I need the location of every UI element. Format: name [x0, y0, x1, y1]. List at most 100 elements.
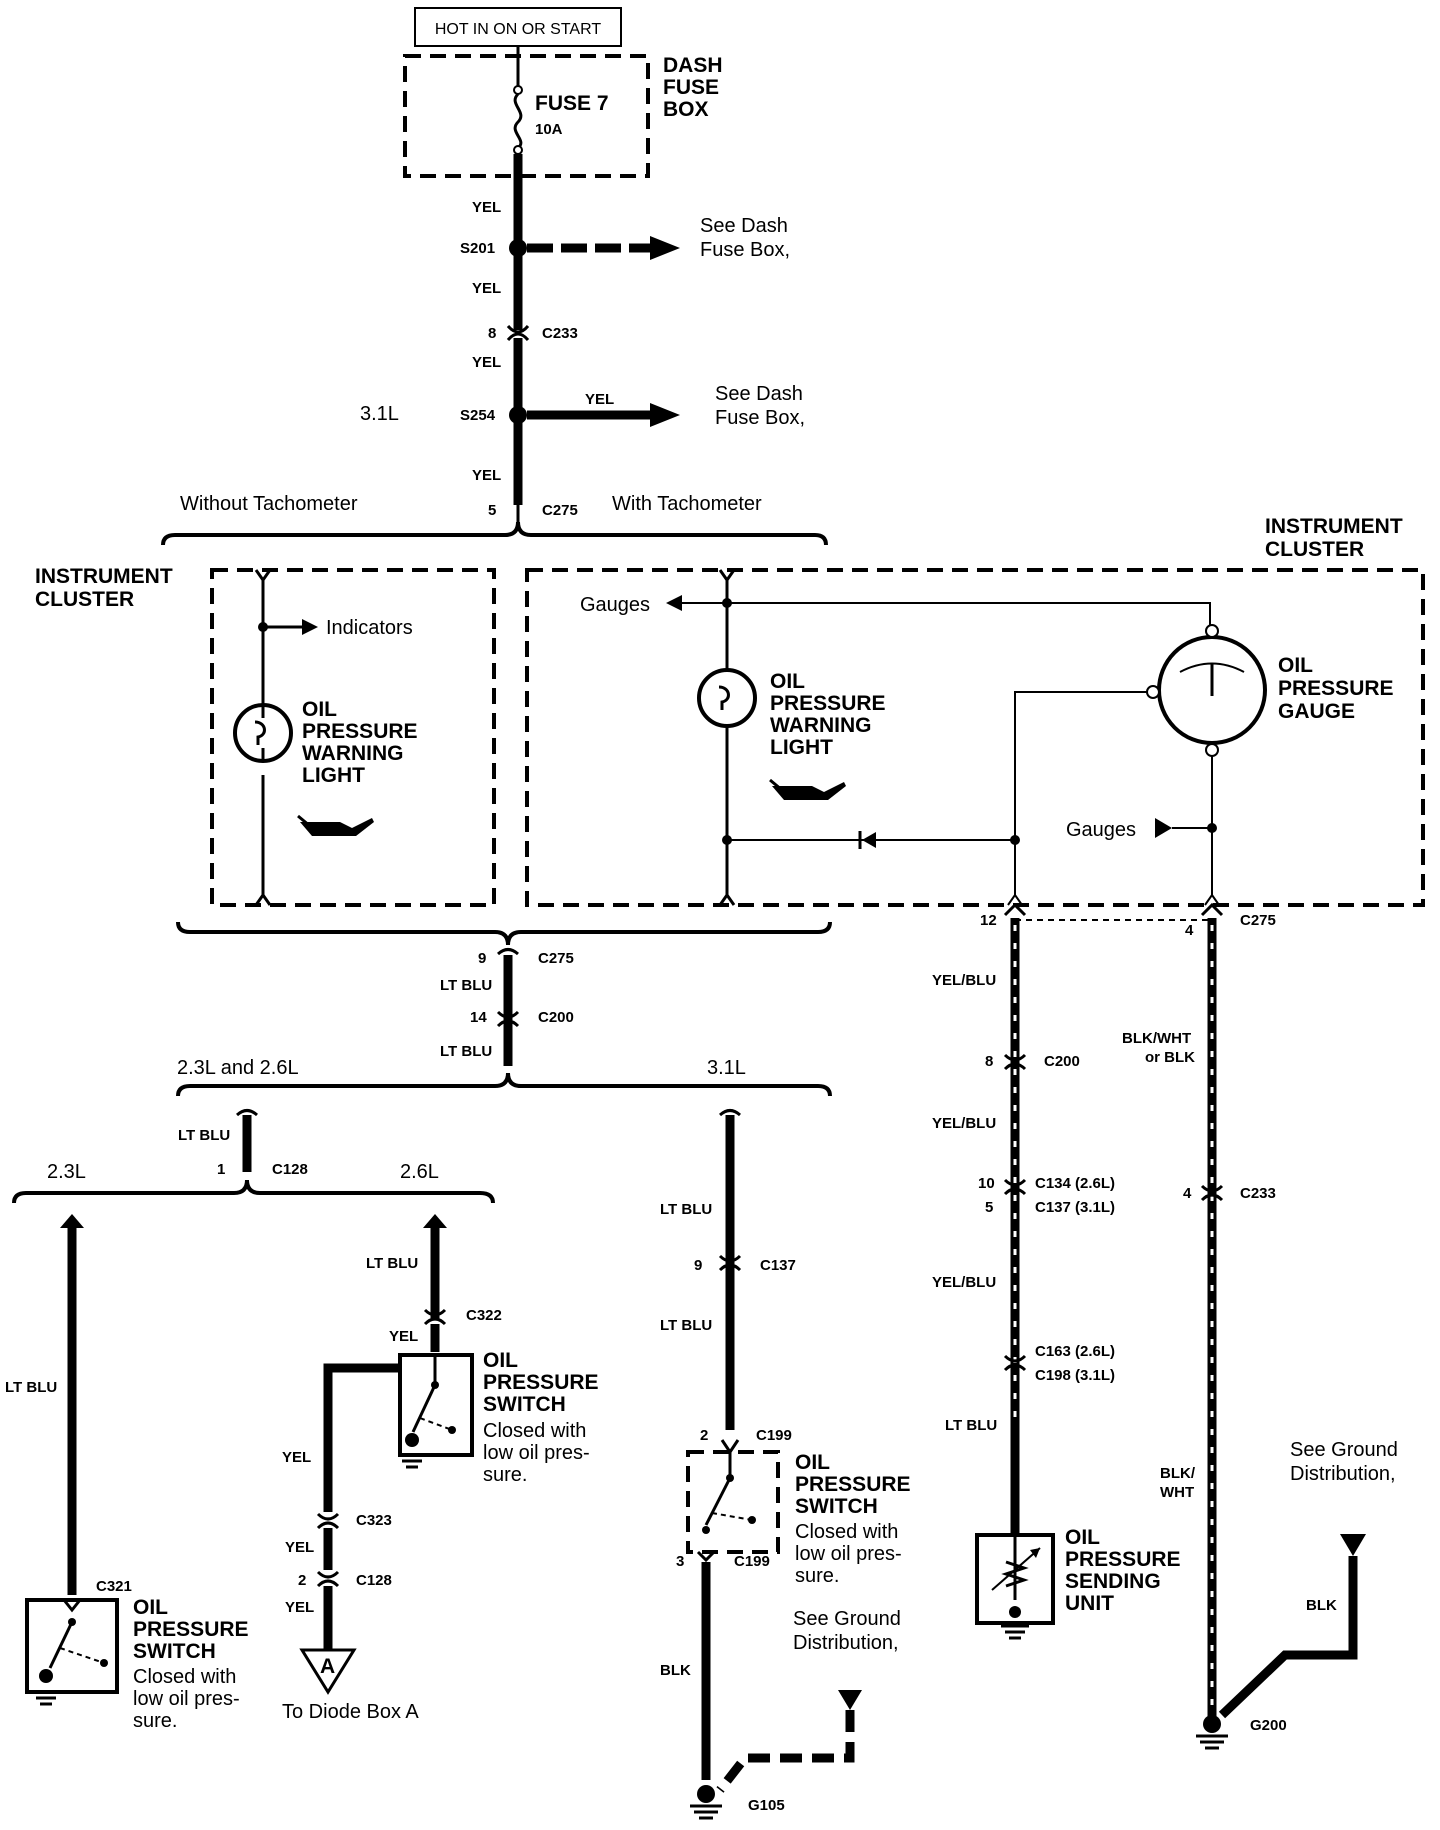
- warning-lamp-icon-left: [233, 703, 293, 763]
- c199-bottom-label: C199: [734, 1553, 770, 1570]
- c128-lower-pin: 2: [298, 1572, 306, 1589]
- without-tach-label: Without Tachometer: [180, 493, 358, 515]
- left-light-label-1: OIL: [302, 698, 337, 721]
- c233-pin: 8: [488, 325, 496, 342]
- right-light-label-1: OIL: [770, 670, 805, 693]
- engine-23-26-label: 2.3L and 2.6L: [177, 1057, 299, 1079]
- splice-s201-label: S201: [460, 240, 495, 257]
- fuse-icon: [513, 92, 523, 150]
- sender-wire-color-2: YEL/BLU: [932, 1115, 996, 1132]
- see-dash-fuse-1: See Dash: [700, 215, 788, 237]
- g200-label: G200: [1250, 1717, 1287, 1734]
- s254-arrow: [650, 403, 680, 427]
- c137-label: C137: [760, 1257, 796, 1274]
- indicators-label: Indicators: [326, 617, 413, 639]
- see-dash-fuse-2: See Dash: [715, 383, 803, 405]
- connector-c134: [1003, 1178, 1027, 1196]
- c198-label: C198 (3.1L): [1035, 1367, 1115, 1384]
- branch-31-blk: BLK: [660, 1662, 691, 1679]
- switch-26-label-1: OIL: [483, 1349, 518, 1372]
- c323-label: C323: [356, 1512, 392, 1529]
- right-light-label-3: WARNING: [770, 714, 872, 737]
- ground-c233-pin: 4: [1183, 1185, 1192, 1202]
- switch-icon-26: [398, 1355, 456, 1469]
- c321-label: C321: [96, 1578, 132, 1595]
- c134-pin: 10: [978, 1175, 995, 1192]
- splice-s201: [509, 239, 527, 257]
- left-light-label-2: PRESSURE: [302, 720, 418, 743]
- see-ground-31-2: Distribution,: [793, 1632, 899, 1654]
- ground-c275-pin: 4: [1185, 922, 1194, 939]
- connector-c200-sender: [1003, 1053, 1027, 1071]
- splice-s254: [509, 406, 527, 424]
- cluster-right-title-1: INSTRUMENT: [1265, 515, 1403, 538]
- fuse-rating: 10A: [535, 121, 563, 138]
- c128-wire-color: LT BLU: [178, 1127, 230, 1144]
- hot-label: HOT IN ON OR START: [435, 21, 601, 38]
- c199-top-pin: 2: [700, 1427, 708, 1444]
- switch-26-note-1: Closed with: [483, 1420, 586, 1442]
- mid-c275-pin: 9: [478, 950, 486, 967]
- sensor-icon: [991, 1535, 1041, 1640]
- cluster-left-outline: [210, 568, 496, 907]
- gauge-label-2: PRESSURE: [1278, 677, 1394, 700]
- branch-23-wire-color: LT BLU: [5, 1379, 57, 1396]
- brace-top: [161, 521, 828, 546]
- engine-31-top: 3.1L: [360, 403, 399, 425]
- gauge-label-1: OIL: [1278, 654, 1313, 677]
- switch-26-label-3: SWITCH: [483, 1393, 566, 1416]
- oil-switch-31-box: [686, 1450, 780, 1554]
- ground-icon-g105: [690, 1785, 722, 1820]
- oil-can-icon-right: [769, 778, 846, 800]
- connector-c323: [316, 1512, 340, 1530]
- ground-c275-label: C275: [1240, 912, 1276, 929]
- connector-c322: [423, 1308, 447, 1326]
- s201-arrow: [650, 236, 680, 260]
- branch-31-wire-color-1: LT BLU: [660, 1201, 712, 1218]
- ground-blk-label: BLK: [1306, 1597, 1337, 1614]
- ground-wire-color-4: WHT: [1160, 1484, 1194, 1501]
- ground-wire-color-2: or BLK: [1145, 1049, 1195, 1066]
- right-light-label-4: LIGHT: [770, 736, 833, 759]
- engine-23-label: 2.3L: [47, 1161, 86, 1183]
- engine-31-mid-label: 3.1L: [707, 1057, 746, 1079]
- switch-23-label-1: OIL: [133, 1596, 168, 1619]
- indicators-arrow: [302, 619, 318, 635]
- branch-26-yel-1: YEL: [282, 1449, 311, 1466]
- left-light-label-3: WARNING: [302, 742, 404, 765]
- sender-c200-pin: 8: [985, 1053, 993, 1070]
- diode-box-a-letter: A: [320, 1655, 335, 1678]
- c322-label: C322: [466, 1307, 502, 1324]
- see-ground-200-1: See Ground: [1290, 1439, 1398, 1461]
- switch-26-note-3: sure.: [483, 1464, 527, 1486]
- switch-23-note-2: low oil pres-: [133, 1688, 240, 1710]
- sender-wire-color-4: LT BLU: [945, 1417, 997, 1434]
- switch-23-label-2: PRESSURE: [133, 1618, 249, 1641]
- sender-wire-color-1: YEL/BLU: [932, 972, 996, 989]
- cluster-left-title-1: INSTRUMENT: [35, 565, 173, 588]
- switch-26-label-2: PRESSURE: [483, 1371, 599, 1394]
- cluster-right-outline: [525, 568, 1425, 907]
- c128-label: C128: [272, 1161, 308, 1178]
- with-tach-label: With Tachometer: [612, 493, 762, 515]
- connector-c233-ground: [1200, 1184, 1224, 1202]
- connector-c163: [1003, 1354, 1027, 1372]
- connector-c233: [506, 324, 530, 342]
- see-dash-fuse-1b: Fuse Box,: [700, 239, 790, 261]
- c134-label: C134 (2.6L): [1035, 1175, 1115, 1192]
- c137-pin: 9: [694, 1257, 702, 1274]
- mid-wire-color-2: LT BLU: [440, 1043, 492, 1060]
- mid-c275-label: C275: [538, 950, 574, 967]
- c275-top-pin: 5: [488, 502, 496, 519]
- connector-c200-mid: [496, 1010, 520, 1028]
- switch-31-label-2: PRESSURE: [795, 1473, 911, 1496]
- feed-wire-color-2: YEL: [472, 280, 501, 297]
- switch-31-label-3: SWITCH: [795, 1495, 878, 1518]
- brace-cluster-bottom: [176, 921, 832, 946]
- c199-top-label: C199: [756, 1427, 792, 1444]
- oil-pressure-gauge-icon: [1146, 624, 1267, 757]
- branch-31-wire-color-2: LT BLU: [660, 1317, 712, 1334]
- ground-icon-g200: [1196, 1715, 1228, 1750]
- ground-wire-color-3: BLK/: [1160, 1465, 1196, 1482]
- c128-lower-label: C128: [356, 1572, 392, 1589]
